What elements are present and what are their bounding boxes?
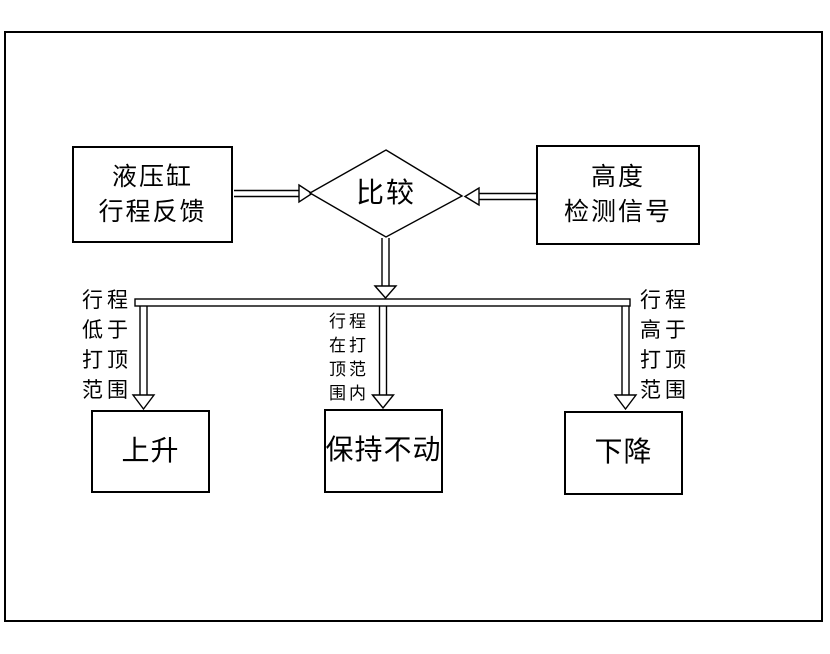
arrow-signal-to-compare bbox=[463, 186, 536, 207]
arrow-branch-to-hold bbox=[371, 306, 395, 410]
node-label-line: 液压缸 bbox=[111, 163, 193, 191]
condition-stroke-below-range: 行程 低于 打顶 范围 bbox=[82, 285, 132, 405]
arrow-down-head-icon bbox=[613, 394, 638, 411]
arrow-down-head-icon bbox=[371, 394, 395, 410]
condition-line: 打顶 bbox=[640, 348, 690, 372]
node-descend: 下降 bbox=[564, 411, 683, 495]
node-rise: 上升 bbox=[91, 410, 210, 493]
branch-bar bbox=[134, 298, 631, 307]
node-compare-label: 比较 bbox=[355, 178, 416, 209]
condition-line: 在打 bbox=[329, 336, 369, 355]
node-label-line: 行程反馈 bbox=[98, 198, 207, 226]
condition-line: 行程 bbox=[82, 288, 132, 312]
node-label: 保持不动 bbox=[325, 435, 442, 466]
arrow-feedback-to-compare bbox=[234, 183, 314, 204]
node-hydraulic-stroke-feedback: 液压缸 行程反馈 bbox=[72, 146, 233, 243]
condition-stroke-above-range: 行程 高于 打顶 范围 bbox=[640, 285, 690, 405]
condition-line: 顶范 bbox=[329, 360, 369, 379]
condition-line: 打顶 bbox=[82, 348, 132, 372]
arrow-down-head-icon bbox=[131, 394, 156, 411]
node-label-line: 检测信号 bbox=[563, 199, 672, 226]
node-height-detection-signal: 高度 检测信号 bbox=[536, 145, 700, 245]
arrow-down-head-icon bbox=[373, 285, 398, 300]
condition-line: 行程 bbox=[329, 312, 369, 331]
condition-line: 围内 bbox=[329, 384, 369, 403]
condition-line: 低于 bbox=[82, 318, 132, 342]
node-label: 下降 bbox=[594, 437, 653, 468]
condition-line: 范围 bbox=[640, 378, 690, 402]
condition-line: 范围 bbox=[82, 378, 132, 402]
arrow-branch-to-descend bbox=[613, 306, 638, 411]
condition-line: 高于 bbox=[640, 318, 690, 342]
node-label: 上升 bbox=[121, 435, 180, 467]
arrow-right-head-icon bbox=[298, 183, 314, 204]
condition-stroke-within-range: 行程 在打 顶范 围内 bbox=[329, 310, 369, 406]
condition-line: 行程 bbox=[640, 288, 690, 312]
node-label-line: 高度 bbox=[590, 164, 645, 191]
node-hold-still: 保持不动 bbox=[324, 409, 443, 493]
arrow-compare-to-branch-bar bbox=[373, 238, 398, 300]
compare-diamond-shape bbox=[308, 149, 464, 238]
arrow-left-head-icon bbox=[463, 186, 480, 207]
arrow-branch-to-rise bbox=[131, 306, 156, 411]
